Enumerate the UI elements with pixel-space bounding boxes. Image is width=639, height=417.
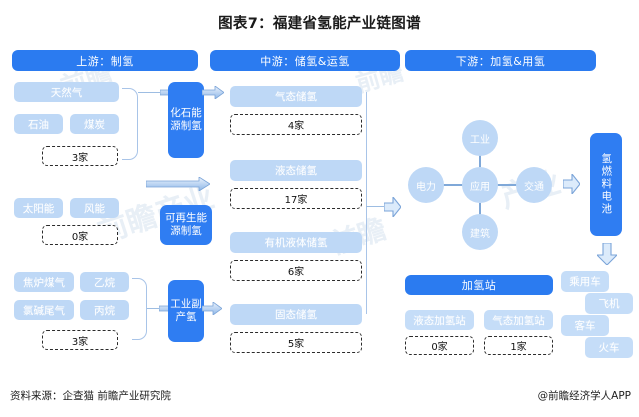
app-node-industry: 工业 <box>462 120 498 156</box>
storage-solid: 固态储氢 <box>230 304 362 325</box>
count-storage-solid: 5家 <box>230 332 362 353</box>
source-natural-gas: 天然气 <box>14 82 119 102</box>
vehicle-passenger-car: 乘用车 <box>561 271 609 292</box>
fuel-cell-box: 氢燃料电池 <box>590 133 622 236</box>
app-center: 应用 <box>462 167 498 203</box>
source-propane: 丙烷 <box>80 300 129 320</box>
brace-fossil <box>122 88 138 160</box>
source-oil: 石油 <box>14 114 63 134</box>
count-station-liquid: 0家 <box>405 336 474 355</box>
brand-note: @前瞻经济学人APP <box>537 390 631 402</box>
header-midstream: 中游：储氢&运氢 <box>210 50 400 71</box>
app-link-right <box>495 184 517 186</box>
app-node-transport: 交通 <box>516 167 552 203</box>
app-link-left <box>443 184 465 186</box>
arrow-renewable-in <box>145 176 211 192</box>
source-coke-oven-gas: 焦炉煤气 <box>14 272 74 292</box>
brace-industrial <box>132 278 147 340</box>
count-renewable: 0家 <box>42 225 118 245</box>
connector-fossil <box>138 92 164 94</box>
app-node-building: 建筑 <box>462 214 498 250</box>
storage-gaseous: 气态储氢 <box>230 86 362 107</box>
count-storage-gaseous: 4家 <box>230 114 362 135</box>
header-downstream: 下游：加氢&用氢 <box>405 50 596 71</box>
source-ethane: 乙烷 <box>80 272 129 292</box>
app-link-top <box>479 145 481 167</box>
source-chlor-alkali-tail-gas: 氯碱尾气 <box>14 300 74 320</box>
connector-industrial <box>147 308 163 310</box>
source-solar: 太阳能 <box>14 198 63 218</box>
header-upstream: 上游：制氢 <box>12 50 198 71</box>
count-industrial: 3家 <box>42 330 118 350</box>
storage-organic-liquid: 有机液体储氢 <box>230 232 362 253</box>
station-liquid: 液态加氢站 <box>405 310 474 330</box>
source-coal: 煤炭 <box>70 114 119 134</box>
arrow-fuel-cell-down <box>595 242 619 266</box>
page-title: 图表7：福建省氢能产业链图谱 <box>218 16 421 32</box>
vehicle-train: 火车 <box>585 337 633 358</box>
count-station-gaseous: 1家 <box>484 336 553 355</box>
count-storage-organic-liquid: 6家 <box>230 260 362 281</box>
process-fossil-hydrogen: 化石能源制氢 <box>168 82 204 158</box>
midstream-gather-line <box>366 92 368 314</box>
arrow-industrial-out <box>201 301 223 316</box>
arrow-fossil-out <box>201 85 225 100</box>
source-note: 资料来源：企查猫 前瞻产业研究院 <box>10 390 171 402</box>
count-storage-liquid: 17家 <box>230 188 362 209</box>
vehicle-bus: 客车 <box>561 315 609 336</box>
app-node-power: 电力 <box>408 167 444 203</box>
midstream-connector <box>366 206 384 208</box>
refuel-title: 加氢站 <box>405 275 553 295</box>
process-renewable-hydrogen: 可再生能源制氢 <box>160 205 212 245</box>
station-gaseous: 气态加氢站 <box>484 310 553 330</box>
source-wind: 风能 <box>70 198 119 218</box>
arrow-midstream-out <box>383 195 402 219</box>
storage-liquid: 液态储氢 <box>230 160 362 181</box>
count-fossil: 3家 <box>42 146 118 166</box>
arrow-to-fuel-cell <box>562 172 581 196</box>
vehicle-airplane: 飞机 <box>585 293 633 314</box>
process-industrial-byproduct: 工业副产氢 <box>168 280 204 342</box>
